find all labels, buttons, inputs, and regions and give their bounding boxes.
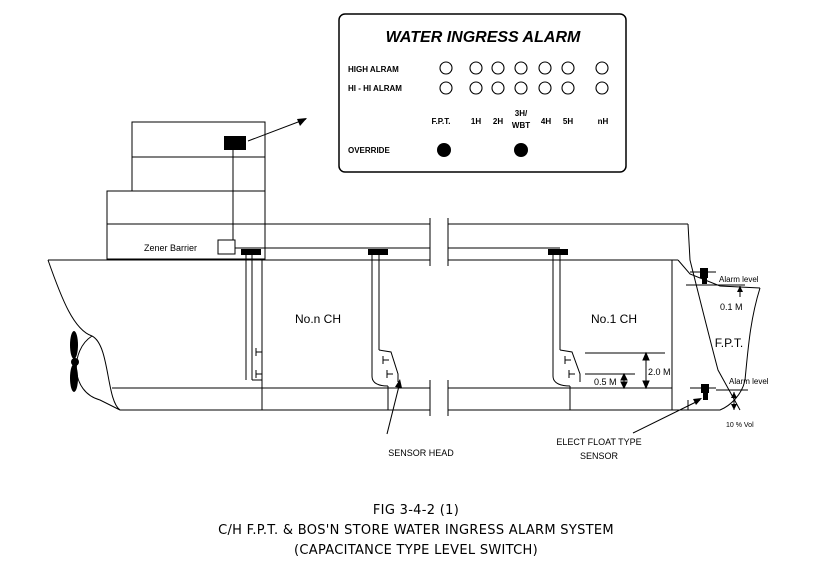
dim-2m-label: 2.0 M [648,367,671,377]
break-marks [429,218,449,416]
lamp-hihi-3h [514,81,528,95]
lamp-high-2h [491,61,505,75]
float-sensor-top [686,268,745,297]
vol-10-label: 10 % Vol [726,422,754,429]
lamp-hihi-nh [595,81,609,95]
figure-number: FIG 3-4-2 (1) [372,503,460,518]
figure-subtitle: (CAPACITANCE TYPE LEVEL SWITCH) [294,543,538,558]
row-label-hihi: HI - HI ALRAM [348,84,402,93]
sensor-hold-1 [548,249,581,410]
propeller-icon [70,331,79,392]
alarm-level-top-label: Alarm level [719,275,759,284]
col-label-fpt: F.P.T. [432,117,451,126]
col-label-2h: 2H [493,117,503,126]
lamp-high-1h [469,61,483,75]
signal-arrow [247,118,307,142]
float-sensor-label-1: ELECT FLOAT TYPE [556,437,641,447]
deckhouse [106,121,266,260]
float-sensor-leader [632,398,702,434]
override-button-3h[interactable] [514,143,528,157]
override-button-fpt[interactable] [437,143,451,157]
lamp-hihi-5h [561,81,575,95]
zener-barrier-label: Zener Barrier [144,243,197,253]
level-dimensions [585,351,665,390]
col-label-5h: 5H [563,117,573,126]
lamp-hihi-fpt [439,81,453,95]
lamp-high-fpt [439,61,453,75]
lamp-hihi-2h [491,81,505,95]
col-label-nh: nH [598,117,609,126]
panel-border [338,13,627,173]
lamp-high-5h [561,61,575,75]
hold-1-label: No.1 CH [591,312,637,326]
sensor-head-leader [386,379,402,435]
override-label: OVERRIDE [348,146,390,155]
alarm-unit-box [224,136,246,150]
indicator-lamps [439,61,609,95]
lamp-hihi-4h [538,81,552,95]
col-label-1h: 1H [471,117,481,126]
float-sensor-label-2: SENSOR [580,451,619,461]
col-label-wbt: WBT [512,121,530,130]
dim-05m-label: 0.5 M [594,377,617,387]
sensor-hold-n-left [241,249,262,381]
lamp-hihi-1h [469,81,483,95]
deckhouse-lower [106,190,266,260]
float-sensor-bottom [690,384,748,410]
col-label-3h: 3H/ [515,109,528,118]
col-label-4h: 4H [541,117,551,126]
hold-n-label: No.n CH [295,312,341,326]
row-label-high: HIGH ALRAM [348,65,399,74]
fpt-label: F.P.T. [715,336,743,350]
lamp-high-4h [538,61,552,75]
sensor-head-label: SENSOR HEAD [388,448,454,458]
alarm-panel: WATER INGRESS ALARM HIGH ALRAM HI - HI A… [338,13,627,173]
alarm-level-bottom-label: Alarm level [729,377,769,386]
lamp-high-nh [595,61,609,75]
zener-barrier-box [217,239,236,255]
dim-01m-label: 0.1 M [720,302,743,312]
figure-title: C/H F.P.T. & BOS'N STORE WATER INGRESS A… [218,523,614,538]
panel-title: WATER INGRESS ALARM [386,29,581,46]
lamp-high-3h [514,61,528,75]
sensor-hold-n-right [368,249,399,410]
